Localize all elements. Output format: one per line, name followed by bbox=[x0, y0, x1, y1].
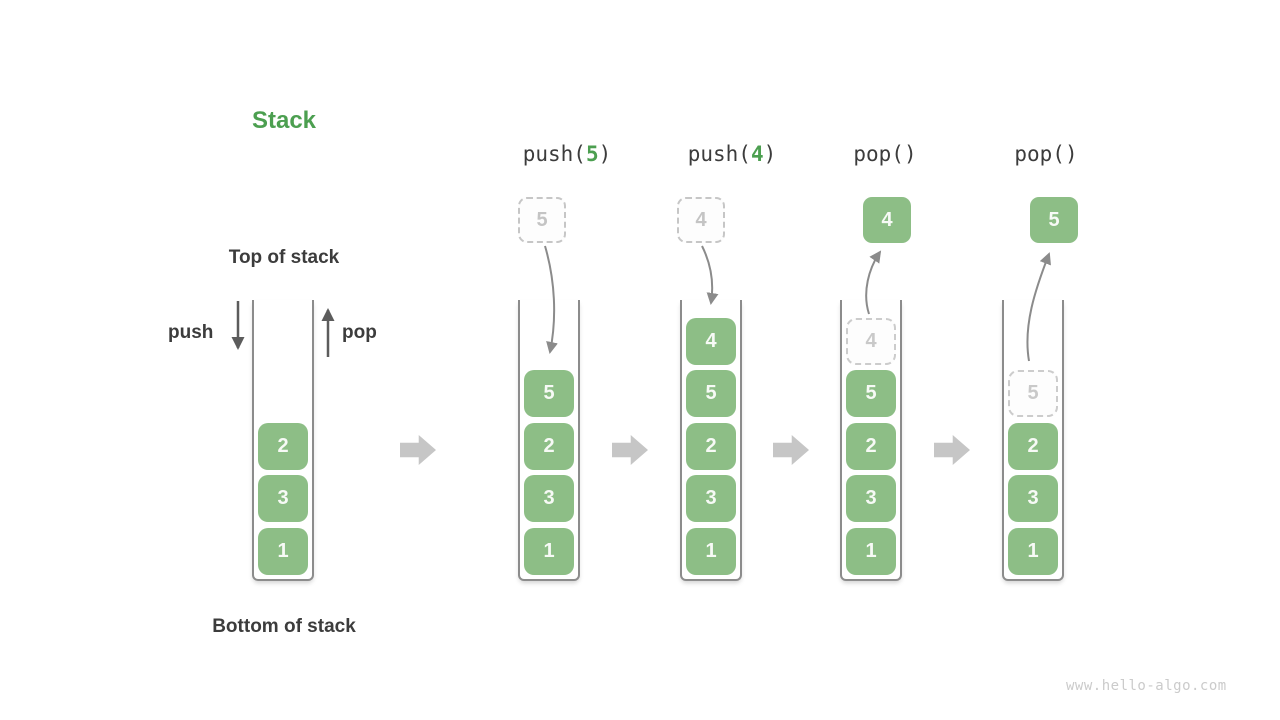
pop-label: pop bbox=[342, 322, 377, 343]
stack-cell-ghost: 4 bbox=[846, 318, 896, 365]
floating-value-push-4: 4 bbox=[677, 197, 725, 243]
op-prefix: pop( bbox=[1014, 142, 1065, 166]
stack-cell: 1 bbox=[686, 528, 736, 575]
op-label-pop-2: pop() bbox=[1014, 142, 1077, 166]
push4-motion-arrow-icon bbox=[701, 245, 719, 305]
stack-cell: 1 bbox=[1008, 528, 1058, 575]
floating-value-popped-5: 5 bbox=[1030, 197, 1078, 243]
stack-container-after-pop-4: 4 5 2 3 1 bbox=[840, 300, 902, 581]
stage-transition-arrow-icon bbox=[934, 435, 970, 465]
watermark: www.hello-algo.com bbox=[1066, 678, 1227, 694]
stack-cell: 1 bbox=[258, 528, 308, 575]
stack-container-after-push-4: 4 5 2 3 1 bbox=[680, 300, 742, 581]
op-label-push-5: push(5) bbox=[523, 142, 612, 166]
op-prefix: push( bbox=[687, 142, 751, 166]
stack-cell: 2 bbox=[846, 423, 896, 470]
stack-cell: 2 bbox=[1008, 423, 1058, 470]
stack-cell: 2 bbox=[258, 423, 308, 470]
op-suffix: ) bbox=[1064, 142, 1078, 166]
stack-cell: 3 bbox=[524, 475, 574, 522]
stack-container-initial: 2 3 1 bbox=[252, 300, 314, 581]
push-label: push bbox=[168, 322, 214, 343]
stack-container-after-push-5: 5 2 3 1 bbox=[518, 300, 580, 581]
stack-cell: 1 bbox=[846, 528, 896, 575]
stack-cell: 5 bbox=[686, 370, 736, 417]
stack-cell: 3 bbox=[258, 475, 308, 522]
stage-transition-arrow-icon bbox=[400, 435, 436, 465]
op-suffix: ) bbox=[598, 142, 612, 166]
stack-cell: 2 bbox=[524, 423, 574, 470]
op-arg: 5 bbox=[585, 142, 599, 166]
stack-cell-ghost: 5 bbox=[1008, 370, 1058, 417]
floating-value-push-5: 5 bbox=[518, 197, 566, 243]
stack-cell: 5 bbox=[846, 370, 896, 417]
stage-transition-arrow-icon bbox=[773, 435, 809, 465]
diagram-title: Stack bbox=[251, 107, 317, 134]
stack-cell: 3 bbox=[846, 475, 896, 522]
top-of-stack-label: Top of stack bbox=[228, 247, 340, 268]
stack-cell: 1 bbox=[524, 528, 574, 575]
op-suffix: ) bbox=[903, 142, 917, 166]
op-prefix: pop( bbox=[853, 142, 904, 166]
op-prefix: push( bbox=[522, 142, 586, 166]
bottom-of-stack-label: Bottom of stack bbox=[212, 616, 356, 637]
op-label-pop-1: pop() bbox=[853, 142, 916, 166]
op-arg: 4 bbox=[750, 142, 764, 166]
op-label-push-4: push(4) bbox=[688, 142, 777, 166]
stack-cell: 3 bbox=[686, 475, 736, 522]
stack-cell: 3 bbox=[1008, 475, 1058, 522]
stack-cell: 4 bbox=[686, 318, 736, 365]
stack-cell: 5 bbox=[524, 370, 574, 417]
stack-container-after-pop-5: 5 2 3 1 bbox=[1002, 300, 1064, 581]
op-suffix: ) bbox=[763, 142, 777, 166]
floating-value-popped-4: 4 bbox=[863, 197, 911, 243]
stage-transition-arrow-icon bbox=[612, 435, 648, 465]
stack-cell: 2 bbox=[686, 423, 736, 470]
